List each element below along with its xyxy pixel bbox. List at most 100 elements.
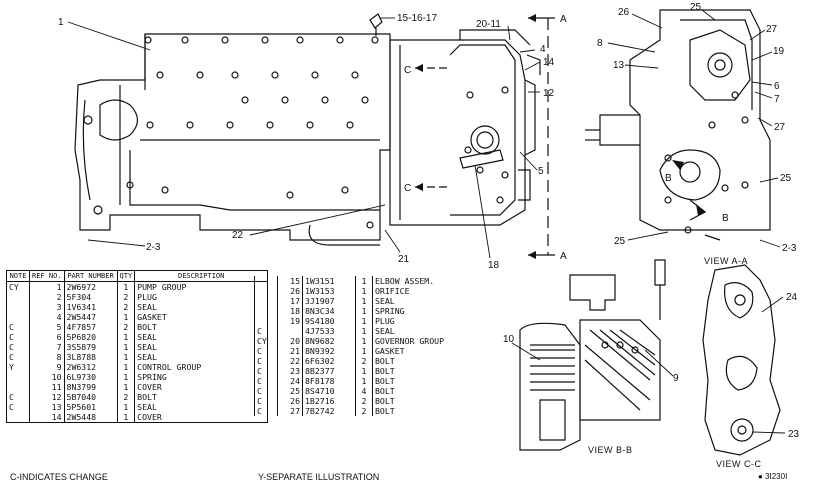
- note-cell: C: [254, 376, 278, 386]
- col-ref: REF NO.: [29, 270, 65, 282]
- description-cell: GOVERNOR GROUP: [372, 336, 505, 346]
- qty-cell: 2: [116, 292, 135, 302]
- callout-27-top: 27: [766, 24, 778, 35]
- callout-21: 21: [398, 254, 410, 265]
- description-cell: BOLT: [134, 392, 268, 402]
- callout-18: 18: [488, 260, 500, 271]
- description-cell: SEAL: [134, 332, 268, 342]
- description-cell: COVER: [134, 382, 268, 392]
- qty-cell: 1: [116, 412, 135, 423]
- description-cell: BOLT: [372, 396, 505, 406]
- part-number-cell: 1W3153: [302, 286, 356, 296]
- callout-15-16-17: 15-16-17: [397, 13, 437, 24]
- callout-12: 12: [543, 88, 555, 99]
- description-cell: COVER: [134, 412, 268, 423]
- description-cell: SPRING: [372, 306, 505, 316]
- callout-25-mid: 25: [780, 173, 792, 184]
- description-cell: SEAL: [372, 296, 505, 306]
- qty-cell: 1: [116, 352, 135, 362]
- col-note: NOTE: [6, 270, 30, 282]
- note-cell: C: [254, 386, 278, 396]
- description-cell: SEAL: [134, 302, 268, 312]
- description-cell: SEAL: [134, 402, 268, 412]
- ref-cell: 21: [277, 346, 303, 356]
- part-number-cell: 4F7857: [63, 322, 118, 332]
- separate-illustration-note: Y-SEPARATE ILLUSTRATION: [258, 472, 380, 482]
- qty-cell: 2: [116, 322, 135, 332]
- view-bb-label: VIEW B-B: [588, 445, 633, 455]
- part-number-cell: 6F6302: [302, 356, 356, 366]
- part-number-cell: 8N9392: [302, 346, 356, 356]
- ref-cell: 8: [29, 352, 65, 362]
- part-number-cell: 5B7040: [63, 392, 118, 402]
- qty-cell: 1: [116, 332, 135, 342]
- parts-table-left: NOTE REF NO. PART NUMBER QTY DESCRIPTION…: [6, 270, 269, 423]
- callout-1: 1: [58, 17, 64, 28]
- ref-cell: 10: [29, 372, 65, 382]
- ref-cell: 18: [277, 306, 303, 316]
- qty-cell: 1: [355, 316, 373, 326]
- part-number-cell: 2W5447: [63, 312, 118, 322]
- part-number-cell: 1V6341: [63, 302, 118, 312]
- part-number-cell: 8B2377: [302, 366, 356, 376]
- part-number-cell: 3L8788: [63, 352, 118, 362]
- ref-cell: 11: [29, 382, 65, 392]
- part-number-cell: 3J1907: [302, 296, 356, 306]
- callout-25-bottom: 25: [614, 236, 626, 247]
- description-cell: PLUG: [134, 292, 268, 302]
- qty-cell: 1: [116, 281, 135, 292]
- figure-number: ● 3I230I: [758, 472, 788, 481]
- callout-2-3-right: 2-3: [782, 243, 797, 254]
- ref-cell: 22: [277, 356, 303, 366]
- callout-22: 22: [232, 230, 244, 241]
- description-cell: SPRING: [134, 372, 268, 382]
- ref-cell: 13: [29, 402, 65, 412]
- callout-6: 6: [774, 81, 780, 92]
- part-number-cell: 1W3151: [302, 276, 356, 286]
- ref-cell: 5: [29, 322, 65, 332]
- leader-lines: [67, 17, 541, 259]
- view-cc-label: VIEW C-C: [716, 459, 762, 469]
- note-cell: [6, 302, 30, 312]
- governor-housing-drawing: [389, 29, 541, 226]
- part-number-cell: 8N9682: [302, 336, 356, 346]
- col-desc: DESCRIPTION: [134, 270, 268, 282]
- part-number-cell: 9S4180: [302, 316, 356, 326]
- ref-cell: 14: [29, 412, 65, 423]
- qty-cell: 2: [355, 406, 373, 416]
- part-number-cell: 2W6312: [63, 362, 118, 372]
- ref-cell: 2: [29, 292, 65, 302]
- qty-cell: 2: [355, 396, 373, 406]
- ref-cell: 24: [277, 376, 303, 386]
- qty-cell: 1: [116, 372, 135, 382]
- description-cell: SEAL: [134, 342, 268, 352]
- description-cell: GASKET: [134, 312, 268, 322]
- callout-19: 19: [773, 46, 785, 57]
- note-cell: [254, 316, 278, 326]
- qty-cell: 1: [355, 276, 373, 286]
- view-bb-drawing: [519, 259, 666, 451]
- ref-cell: 3: [29, 302, 65, 312]
- note-cell: [254, 276, 278, 286]
- part-number-cell: 8N3799: [63, 382, 118, 392]
- part-number-cell: 5P6820: [63, 332, 118, 342]
- qty-cell: 1: [355, 296, 373, 306]
